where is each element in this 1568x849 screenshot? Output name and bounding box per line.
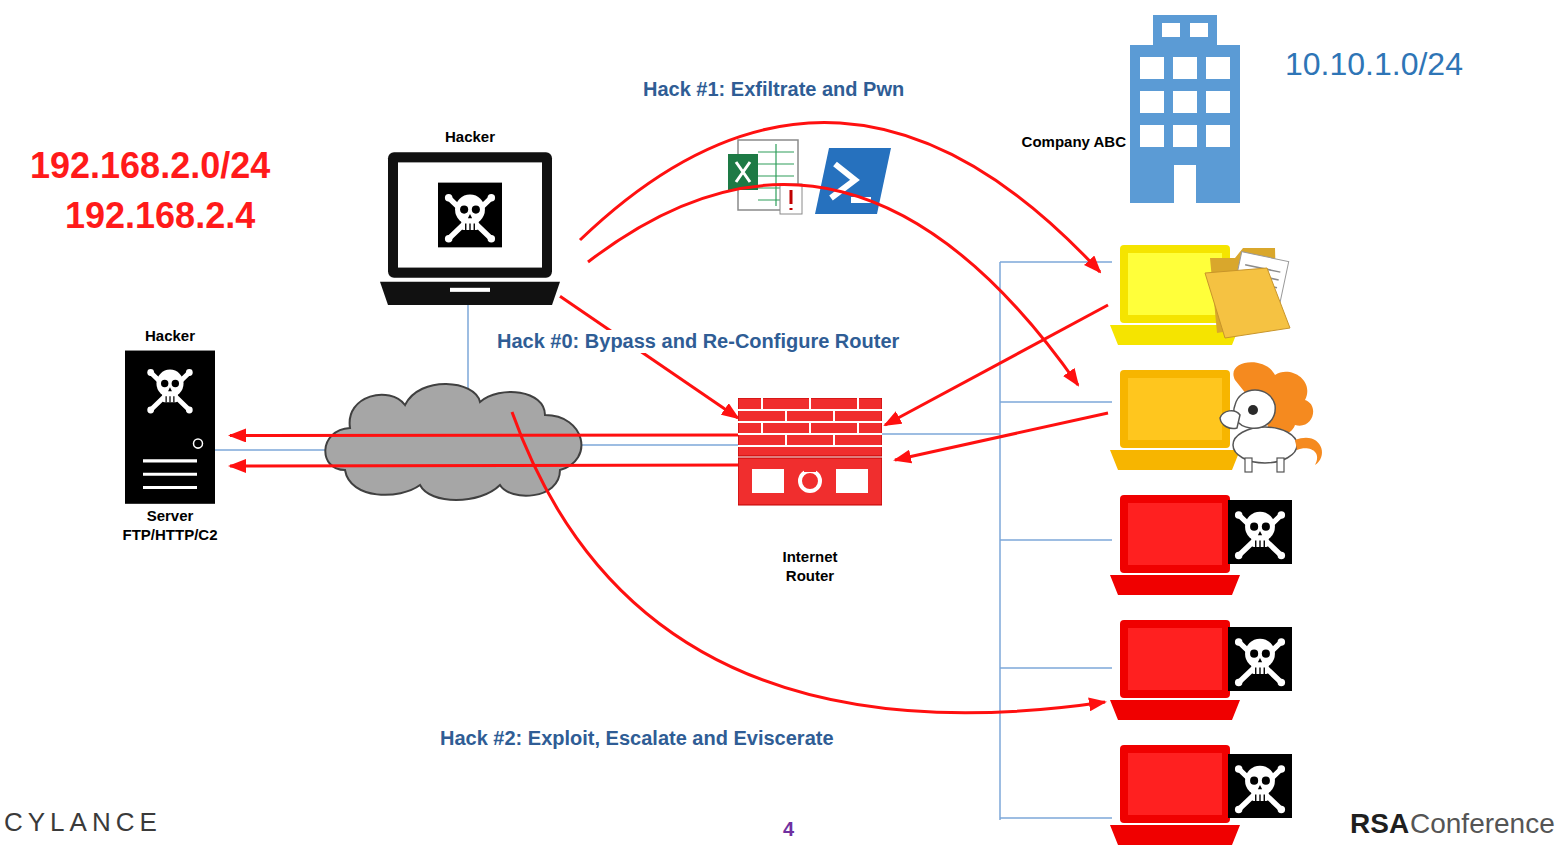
brand-logo: Conference [1410,808,1555,840]
c2-server [110,325,230,560]
attack-arrow [230,465,738,466]
device-label: Server FTP/HTTP/C2 [110,507,230,545]
attack-label: Hack #0: Bypass and Re-Configure Router [494,330,902,353]
ip-address: 192.168.2.4 [65,195,255,236]
subnet-label: 192.168.2.0/24 [30,145,270,186]
company-label: Company ABC [990,133,1126,152]
subnet-label: 10.10.1.0/24 [1285,46,1463,83]
device-label: Internet Router [765,548,855,586]
server-node: HackerServer FTP/HTTP/C2 [110,325,230,560]
building-node: Company ABC [990,15,1245,205]
brand-logo: RSA [1350,808,1409,840]
router-node: Internet Router [738,398,882,598]
hacker-laptop-node: Hacker [380,128,560,305]
device-label: Hacker [380,128,560,147]
attack-arrow [560,296,738,418]
brand-logo: CYLANCE [4,808,162,838]
device-label: Hacker [110,327,230,346]
attack-arrow [230,434,738,437]
hacker-laptop [380,128,560,305]
page-number: 4 [783,818,794,841]
company-building [990,15,1245,205]
attack-label: Hack #1: Exfiltrate and Pwn [640,78,907,101]
attack-label: Hack #2: Exploit, Escalate and Eviscerat… [437,727,837,750]
